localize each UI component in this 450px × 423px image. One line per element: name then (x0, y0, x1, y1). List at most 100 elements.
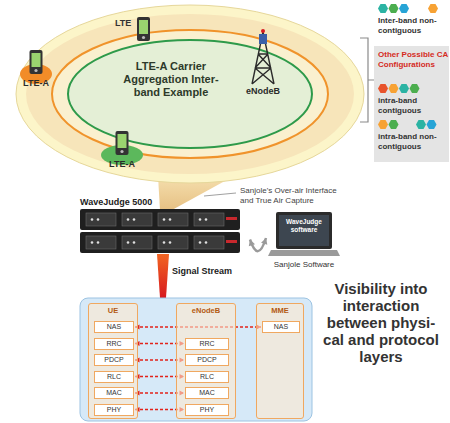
port (205, 218, 208, 221)
phone-body (30, 50, 43, 74)
caption: Visibility into interaction between phys… (316, 280, 446, 365)
outer-coverage (16, 5, 364, 183)
device-label: LTE-A (19, 78, 53, 89)
stack-column: MME NAS (256, 303, 304, 419)
port (127, 241, 130, 244)
legend-sample (378, 84, 440, 94)
laptop-icon: WaveJudge softwareSanjole Software (268, 212, 340, 270)
logo-mark (226, 240, 237, 243)
layer-name: MAC (186, 388, 228, 398)
layer-box: PHY (185, 404, 229, 416)
front-panel (122, 213, 152, 226)
label-holder: Signal Stream (172, 266, 242, 277)
stream-label: Signal Stream (172, 266, 242, 277)
label-holder: Sanjole's Over-air Interface and True Ai… (240, 186, 340, 205)
carrier-hexagon (378, 4, 388, 13)
device-label: LTE-A (100, 159, 144, 170)
layer-name: RLC (95, 372, 133, 382)
cell-ring (52, 30, 328, 158)
layer-name: MAC (95, 388, 133, 398)
carrier-hexagon (389, 4, 399, 13)
carrier-hexagon (399, 84, 409, 93)
legend-item: Inter-band non-contiguous (378, 4, 448, 35)
port (205, 241, 208, 244)
callout-text: Sanjole's Over-air Interface and True Ai… (240, 186, 340, 205)
analyzer-unit (80, 209, 240, 230)
layer-box: PHY (94, 404, 134, 416)
layer-box: RLC (185, 371, 229, 383)
device-icon: LTE-A (19, 48, 53, 92)
software-label: Sanjole Software (268, 260, 340, 270)
caption-holder: Visibility into interaction between phys… (316, 280, 446, 365)
legend-sample (378, 4, 440, 14)
front-panel (158, 213, 188, 226)
layer-box: RRC (94, 338, 134, 350)
column-header: MME (257, 306, 303, 316)
legend-text: intra-band contiguous (378, 96, 448, 115)
coverage-ellipse: LTE-A Carrier Aggregation Inter-band Exa… (15, 4, 365, 184)
phone-screen (118, 134, 127, 148)
icon (240, 28, 286, 86)
arrow-head (261, 238, 267, 245)
laptop-base (268, 250, 340, 256)
tower-lattice (252, 32, 274, 84)
carrier-hexagon (416, 120, 426, 129)
column-header: UE (89, 306, 137, 316)
label-holder: Other Possible CA Configurations (378, 50, 448, 69)
legend-text: intra-band non-contiguous (378, 132, 448, 151)
layer-name: PHY (186, 405, 228, 415)
station-label: eNodeB (240, 86, 286, 97)
laptop-screen (279, 215, 329, 246)
layer-name: RRC (95, 339, 133, 349)
layer-box: PDCP (94, 354, 134, 366)
phone-button (142, 36, 145, 39)
layer-name: NAS (95, 322, 133, 332)
layer-name: NAS (263, 322, 299, 332)
front-panel (86, 213, 116, 226)
port (169, 241, 172, 244)
device-icon: LTE-A (100, 129, 144, 173)
stack-column: UE NAS RRC PDCP RLC MAC PHY (88, 303, 138, 419)
layer-name: RRC (186, 339, 228, 349)
port (199, 218, 202, 221)
legend-item: intra-band non-contiguous (378, 120, 448, 151)
port (91, 241, 94, 244)
analyzer-box: WaveJudge 5000 (80, 196, 248, 254)
phone-body (116, 131, 129, 155)
port (199, 241, 202, 244)
arrow-head (249, 240, 255, 247)
layer-name: PHY (95, 405, 133, 415)
coverage-band (26, 14, 354, 174)
port (163, 241, 166, 244)
port (133, 218, 136, 221)
layer-box: MAC (94, 387, 134, 399)
leader-line (204, 193, 236, 196)
phone-screen (32, 53, 41, 67)
antenna-panel (259, 34, 267, 44)
legend-text: Inter-band non-contiguous (378, 16, 448, 35)
carrier-hexagon (427, 120, 437, 129)
device-label: LTE (115, 18, 135, 29)
front-panel (194, 213, 224, 226)
analyzer-art (80, 209, 240, 254)
layer-box: RLC (94, 371, 134, 383)
stack-column: eNodeBRRCPDCPRLCMACPHY (176, 303, 236, 419)
carrier-hexagon (378, 120, 388, 129)
phone-button (120, 150, 123, 153)
port (127, 218, 130, 221)
legend-item: intra-band contiguous (378, 84, 448, 115)
config-panel (374, 46, 449, 162)
carrier-hexagon (389, 120, 399, 129)
icon (378, 120, 440, 130)
layer-box: MAC (185, 387, 229, 399)
icon (80, 209, 240, 254)
laptop-lid (276, 212, 332, 249)
carrier-hexagon (378, 84, 388, 93)
base-station: eNodeB (240, 28, 286, 100)
port (97, 218, 100, 221)
panel-heading: Other Possible CA Configurations (378, 50, 448, 69)
layer-box: NAS (94, 321, 134, 333)
port (169, 218, 172, 221)
port (163, 218, 166, 221)
